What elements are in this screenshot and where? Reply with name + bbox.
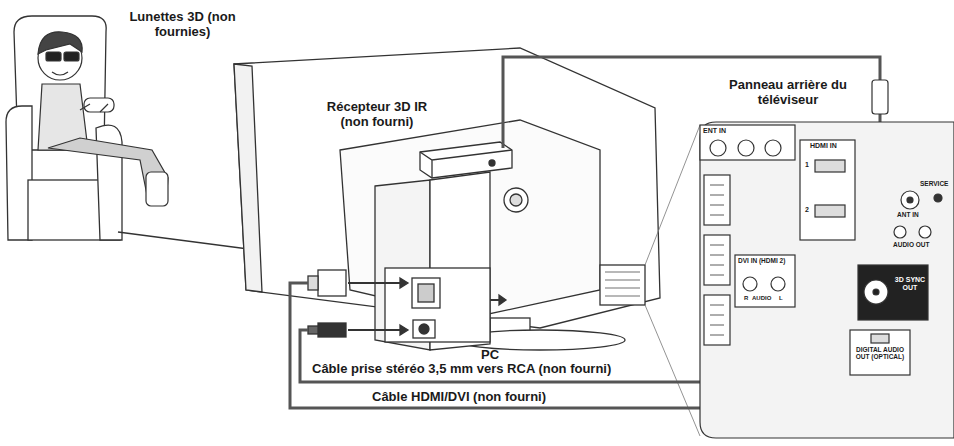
part-label: Lunettes 3D (non fournies) [125, 10, 240, 40]
port-label: 1 [805, 161, 809, 169]
port-label: AUDIO OUT [893, 241, 929, 248]
ir-receiver [420, 142, 512, 178]
part-label: Récepteur 3D IR (non fourni) [315, 100, 439, 130]
pc-inset [385, 268, 506, 342]
armchair [6, 16, 122, 240]
cable-label: Câble prise stéréo 3,5 mm vers RCA (non … [310, 362, 613, 377]
port-label: AUDIO [752, 295, 771, 302]
port-label: ENT IN [703, 127, 726, 135]
port-label: DIGITAL AUDIO OUT (OPTICAL) [853, 346, 907, 361]
rear-panel [700, 122, 954, 438]
pc-tower [375, 172, 528, 350]
port-label: DVI IN (HDMI 2) [738, 257, 785, 264]
cable-label: Câble HDMI/DVI (non fourni) [370, 390, 548, 405]
port-label: ANT IN [897, 211, 919, 218]
port-label: HDMI IN [810, 142, 837, 150]
zoom-lines [645, 125, 700, 436]
port-label: SERVICE [920, 180, 948, 187]
part-label: PC [481, 348, 499, 363]
part-label: Panneau arrière du téléviseur [718, 78, 858, 108]
port-label: R [744, 295, 748, 302]
port-label: L [779, 295, 783, 302]
pc-plugs [308, 270, 408, 337]
tv-back [234, 48, 660, 350]
port-label: 2 [805, 206, 809, 214]
person [38, 32, 168, 206]
port-label: 3D SYNC OUT [894, 276, 926, 292]
